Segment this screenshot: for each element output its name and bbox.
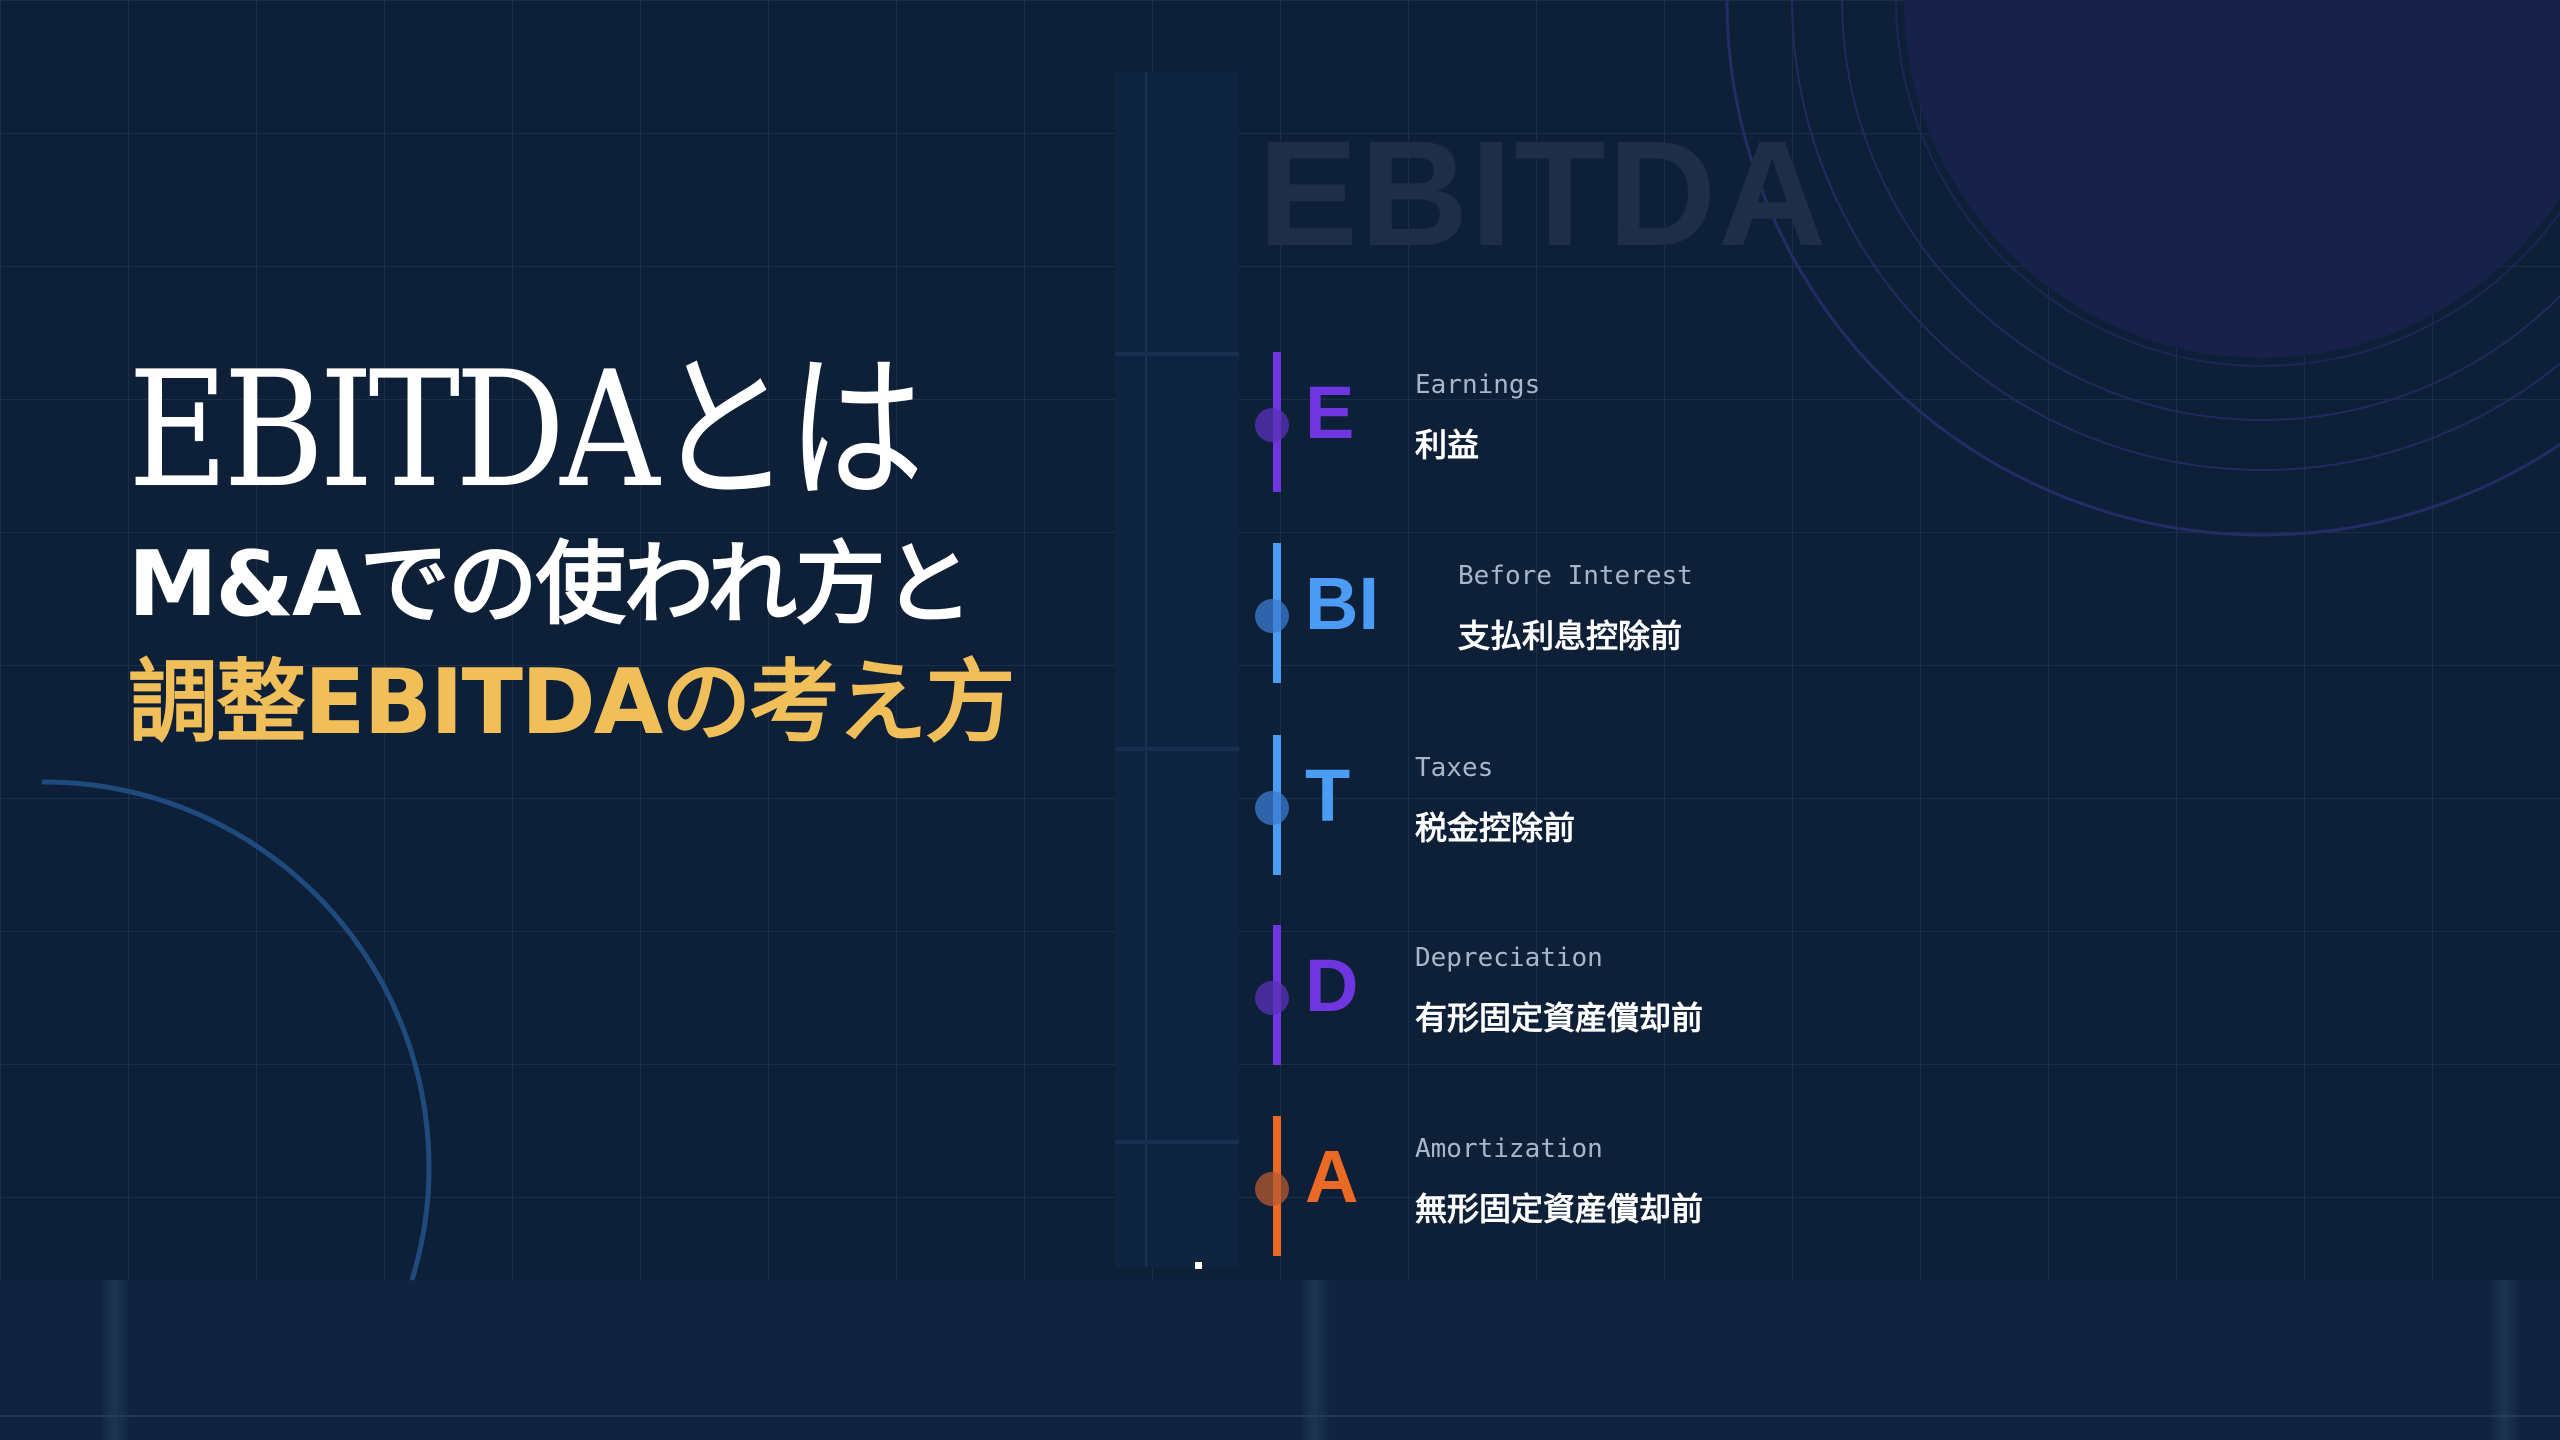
term-amortization: A Amortization 無形固定資産償却前: [1255, 1116, 2155, 1256]
bottom-glow: [2490, 1280, 2520, 1440]
watermark-text: EBITDA: [1258, 109, 1829, 277]
term-english: Amortization: [1415, 1134, 1603, 1164]
term-taxes: T Taxes 税金控除前: [1255, 735, 2155, 875]
term-letter: D: [1305, 944, 1359, 1027]
cursor-marker: [1195, 1262, 1202, 1269]
term-letter: T: [1305, 754, 1351, 837]
term-japanese: 支払利息控除前: [1458, 617, 1683, 655]
term-dot-icon: [1255, 408, 1289, 442]
term-dot-icon: [1255, 1172, 1289, 1206]
bottom-band: [0, 1280, 2560, 1440]
panel-tick: [1115, 747, 1239, 751]
bottom-divider: [0, 1415, 2560, 1417]
page-subtitle-accent: 調整EBITDAの考え方: [128, 650, 1015, 755]
term-english: Before Interest: [1458, 561, 1693, 591]
term-letter: A: [1305, 1135, 1359, 1218]
panel-line: [1145, 72, 1147, 1267]
ring: [1841, 0, 2560, 421]
term-dot-icon: [1255, 981, 1289, 1015]
term-letter: E: [1305, 371, 1355, 454]
panel-tick: [1115, 352, 1239, 356]
top-right-circle: [1904, 0, 2560, 358]
term-japanese: 利益: [1415, 426, 1480, 464]
term-english: Taxes: [1415, 753, 1494, 783]
term-japanese: 有形固定資産償却前: [1415, 999, 1704, 1037]
ring: [1725, 0, 2560, 537]
ring: [1895, 0, 2560, 367]
term-depreciation: D Depreciation 有形固定資産償却前: [1255, 925, 2155, 1065]
term-english: Depreciation: [1415, 943, 1603, 973]
term-japanese: 無形固定資産償却前: [1415, 1190, 1704, 1228]
side-panel: [1115, 72, 1239, 1267]
bottom-glow: [100, 1280, 130, 1440]
page-title: EBITDAとは: [128, 336, 924, 523]
page-subtitle: M&Aでの使われ方と: [128, 532, 973, 637]
term-dot-icon: [1255, 791, 1289, 825]
term-earnings: E Earnings 利益: [1255, 352, 2155, 492]
term-before-interest: BI Before Interest 支払利息控除前: [1255, 543, 2155, 683]
left-arc: [41, 779, 432, 1281]
term-japanese: 税金控除前: [1415, 809, 1576, 847]
panel-tick: [1115, 1140, 1239, 1144]
term-dot-icon: [1255, 599, 1289, 633]
bottom-glow: [1300, 1280, 1330, 1440]
term-letter: BI: [1305, 562, 1379, 645]
ring: [1791, 0, 2560, 471]
term-english: Earnings: [1415, 370, 1541, 400]
